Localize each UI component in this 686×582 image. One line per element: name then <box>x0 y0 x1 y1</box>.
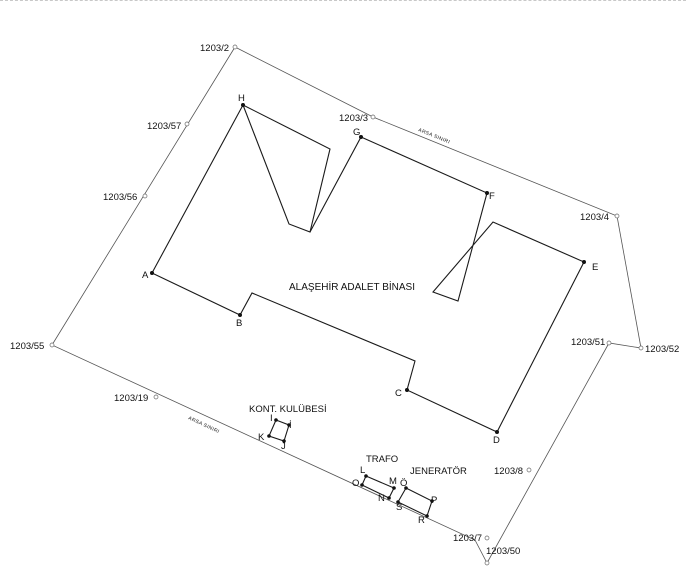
parcel-label-1203-2: 1203/2 <box>200 43 229 54</box>
corner-label-m: M <box>389 476 397 487</box>
corner-label-a: A <box>142 270 149 281</box>
corner-label-i: I <box>270 413 273 424</box>
guard-house-label: KONT. KULÜBESİ <box>249 404 327 415</box>
parcel-point-markers <box>49 44 644 566</box>
corner-label-o: O <box>352 478 359 489</box>
corner-label-b: B <box>236 318 242 329</box>
corner-label-n: N <box>378 493 385 504</box>
building-outline-main <box>151 104 585 433</box>
boundary-note-top: ARSA SINIRI <box>417 127 451 145</box>
parcel-label-1203-50: 1203/50 <box>486 546 520 557</box>
parcel-label-1203-57: 1203/57 <box>147 121 181 132</box>
corner-label-g: G <box>353 127 360 138</box>
parcel-label-1203-4: 1203/4 <box>580 212 609 223</box>
corner-label-p: P <box>431 495 437 506</box>
building-outline <box>242 104 331 233</box>
transformer-label: TRAFO <box>366 454 398 465</box>
parcel-label-1203-7: 1203/7 <box>453 533 482 544</box>
corner-label-l: L <box>360 465 365 476</box>
parcel-label-1203-3: 1203/3 <box>339 113 368 124</box>
corner-label-h: H <box>238 93 245 104</box>
corner-label-d: D <box>493 435 500 446</box>
generator-outline <box>397 487 433 517</box>
boundary-note-bottom: ARSA SINIRI <box>187 415 220 435</box>
corner-label-j: J <box>281 441 286 452</box>
corner-label-c: C <box>395 388 402 399</box>
parcel-boundary <box>51 46 642 564</box>
corner-label-r: R <box>418 515 425 526</box>
building-name-label: ALAŞEHİR ADALET BİNASI <box>289 280 415 293</box>
corner-label-o-umlaut: Ö <box>400 478 407 489</box>
parcel-label-1203-55: 1203/55 <box>10 341 44 352</box>
parcel-label-1203-19: 1203/19 <box>114 393 148 404</box>
parcel-label-1203-56: 1203/56 <box>103 192 137 203</box>
corner-label-f: F <box>489 191 495 202</box>
corner-label-i-dot: İ <box>289 420 292 431</box>
corner-label-e: E <box>592 262 598 273</box>
generator-label: JENERATÖR <box>410 466 467 477</box>
parcel-label-1203-8: 1203/8 <box>494 466 523 477</box>
parcel-label-1203-52: 1203/52 <box>645 344 679 355</box>
corner-label-k: K <box>258 432 265 443</box>
top-border-line <box>0 0 686 3</box>
corner-label-s: S <box>396 502 402 513</box>
parcel-label-1203-51: 1203/51 <box>571 337 605 348</box>
building-corner-dots <box>150 103 586 518</box>
